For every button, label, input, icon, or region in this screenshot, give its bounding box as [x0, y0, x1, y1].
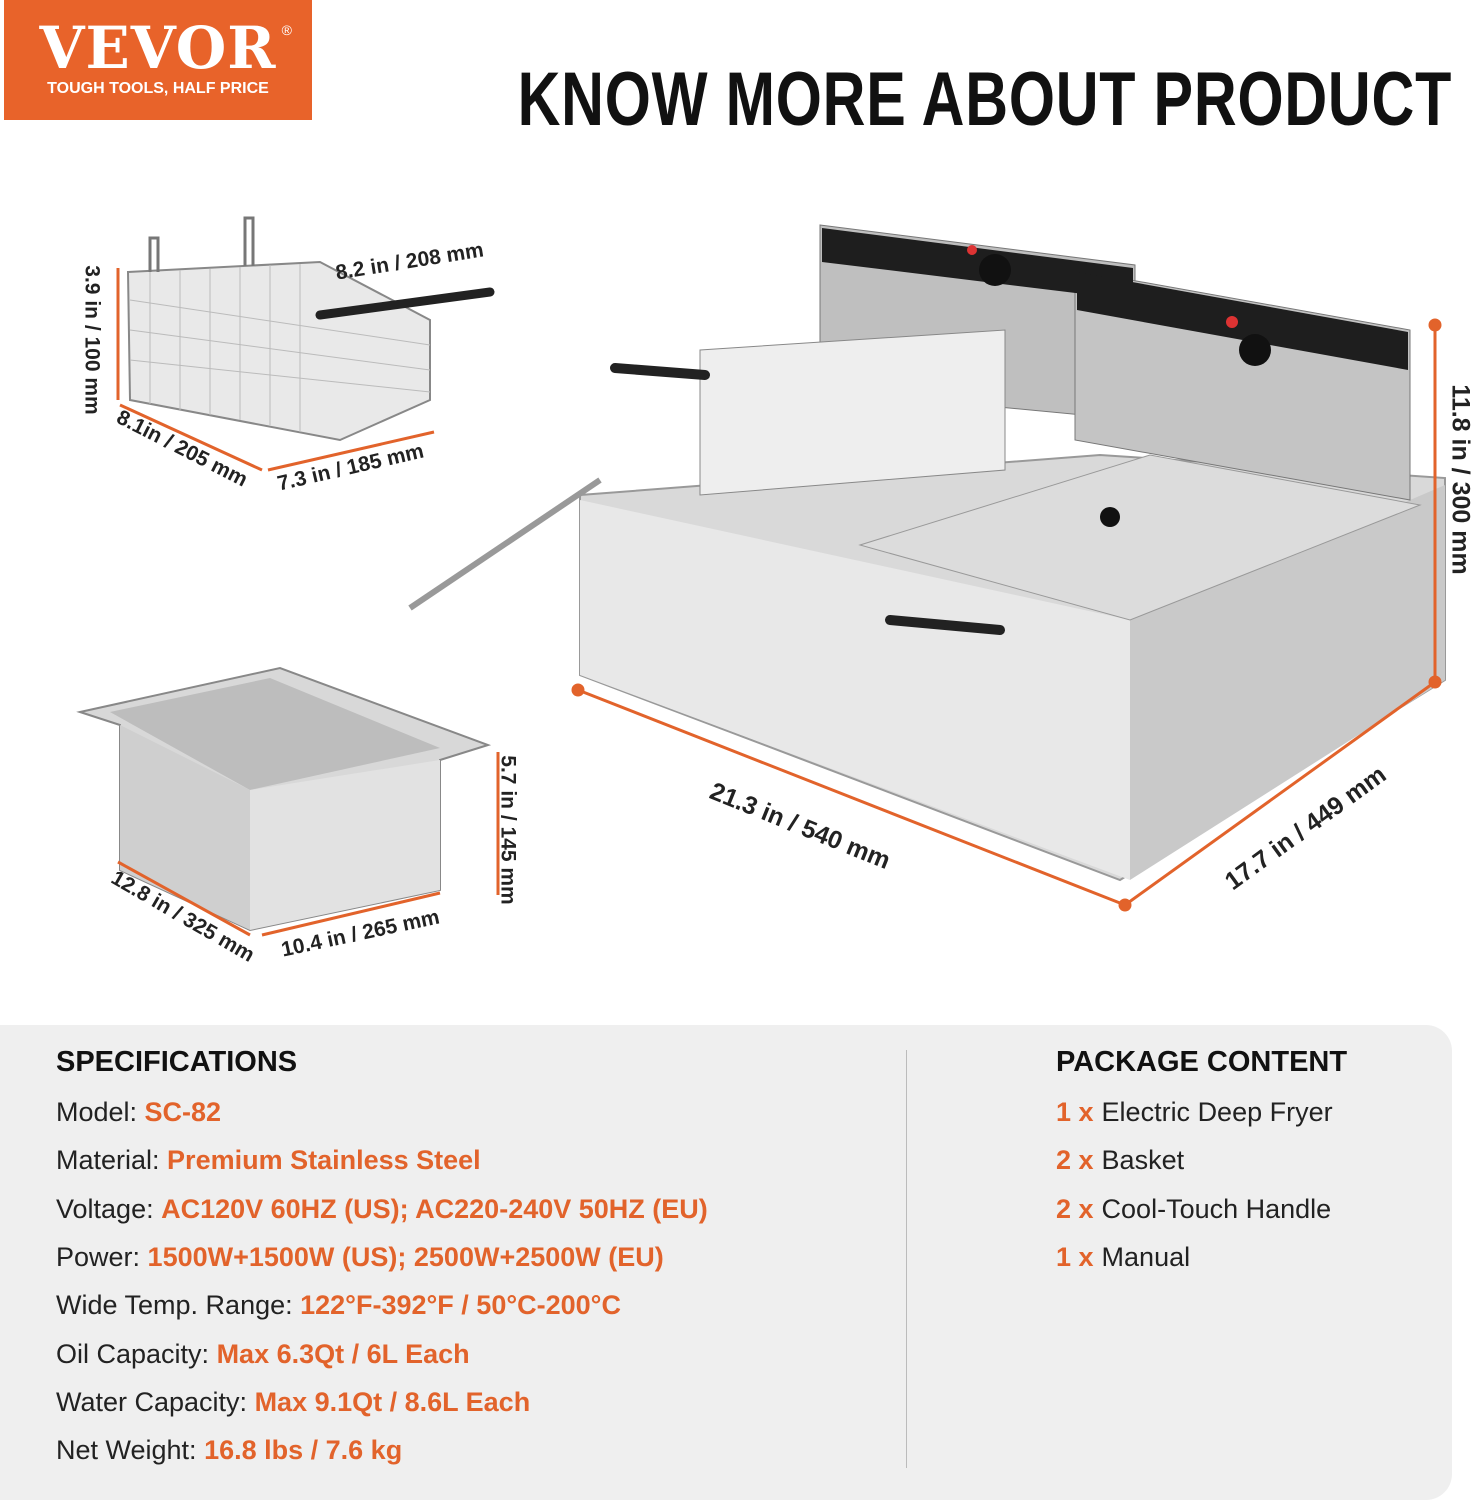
spec-row: Oil Capacity: Max 6.3Qt / 6L Each — [56, 1339, 470, 1370]
spec-row: Material: Premium Stainless Steel — [56, 1145, 481, 1176]
spec-row: Model: SC-82 — [56, 1097, 221, 1128]
specifications-title: SPECIFICATIONS — [56, 1046, 298, 1078]
spec-label: Water Capacity: — [56, 1386, 255, 1417]
spec-row: Voltage: AC120V 60HZ (US); AC220-240V 50… — [56, 1194, 708, 1225]
logo-registered: ® — [281, 22, 292, 38]
spec-value: 1500W+1500W (US); 2500W+2500W (EU) — [147, 1241, 664, 1272]
spec-row: Power: 1500W+1500W (US); 2500W+2500W (EU… — [56, 1242, 664, 1273]
spec-row: Net Weight: 16.8 lbs / 7.6 kg — [56, 1435, 402, 1466]
spec-label: Model: — [56, 1097, 145, 1127]
logo-tagline: TOUGH TOOLS, HALF PRICE — [47, 80, 269, 97]
info-panel — [0, 1025, 1452, 1500]
spec-value: 16.8 lbs / 7.6 kg — [204, 1435, 403, 1466]
deep-fryer-image — [408, 224, 1446, 882]
spec-value: SC-82 — [144, 1097, 222, 1127]
spec-label: Wide Temp. Range: — [56, 1290, 301, 1321]
dimension-lines — [116, 268, 1442, 937]
spec-value: Max 9.1Qt / 8.6L Each — [254, 1386, 531, 1417]
logo-brand: VEVOR — [39, 14, 277, 82]
package-qty: 2 x — [1056, 1145, 1094, 1176]
fry-basket-image — [126, 216, 495, 442]
spec-row: Water Capacity: Max 9.1Qt / 8.6L Each — [56, 1387, 530, 1418]
oil-pot-image — [76, 666, 492, 932]
spec-value: Premium Stainless Steel — [167, 1145, 481, 1176]
fryer-height-label: 11.8 in / 300 mm — [1446, 384, 1475, 575]
spec-label: Voltage: — [56, 1193, 162, 1224]
package-item-name: Cool-Touch Handle — [1101, 1193, 1332, 1224]
spec-label: Power: — [56, 1241, 148, 1272]
package-item-name: Electric Deep Fryer — [1101, 1097, 1333, 1127]
package-qty: 1 x — [1056, 1241, 1094, 1272]
product-illustration — [76, 216, 1446, 937]
spec-label: Material: — [56, 1145, 168, 1176]
spec-value: 122°F-392°F / 50°C-200°C — [300, 1290, 621, 1321]
package-item-name: Manual — [1101, 1241, 1191, 1272]
spec-value: AC120V 60HZ (US); AC220-240V 50HZ (EU) — [161, 1193, 708, 1224]
spec-label: Oil Capacity: — [56, 1338, 217, 1369]
basket-height-label: 3.9 in / 100 mm — [80, 265, 104, 415]
package-item-name: Basket — [1101, 1145, 1185, 1176]
spec-value: Max 6.3Qt / 6L Each — [216, 1338, 470, 1369]
pot-height-label: 5.7 in / 145 mm — [496, 755, 520, 905]
package-content-title: PACKAGE CONTENT — [1056, 1046, 1348, 1078]
spec-row: Wide Temp. Range: 122°F-392°F / 50°C-200… — [56, 1290, 621, 1321]
package-qty: 2 x — [1056, 1193, 1094, 1224]
vevor-logo: VEVOR ® TOUGH TOOLS, HALF PRICE — [4, 0, 312, 120]
panel-divider — [906, 1050, 907, 1468]
spec-label: Net Weight: — [56, 1435, 205, 1466]
page-title: KNOW MORE ABOUT PRODUCT — [517, 57, 1452, 142]
package-qty: 1 x — [1056, 1097, 1094, 1127]
